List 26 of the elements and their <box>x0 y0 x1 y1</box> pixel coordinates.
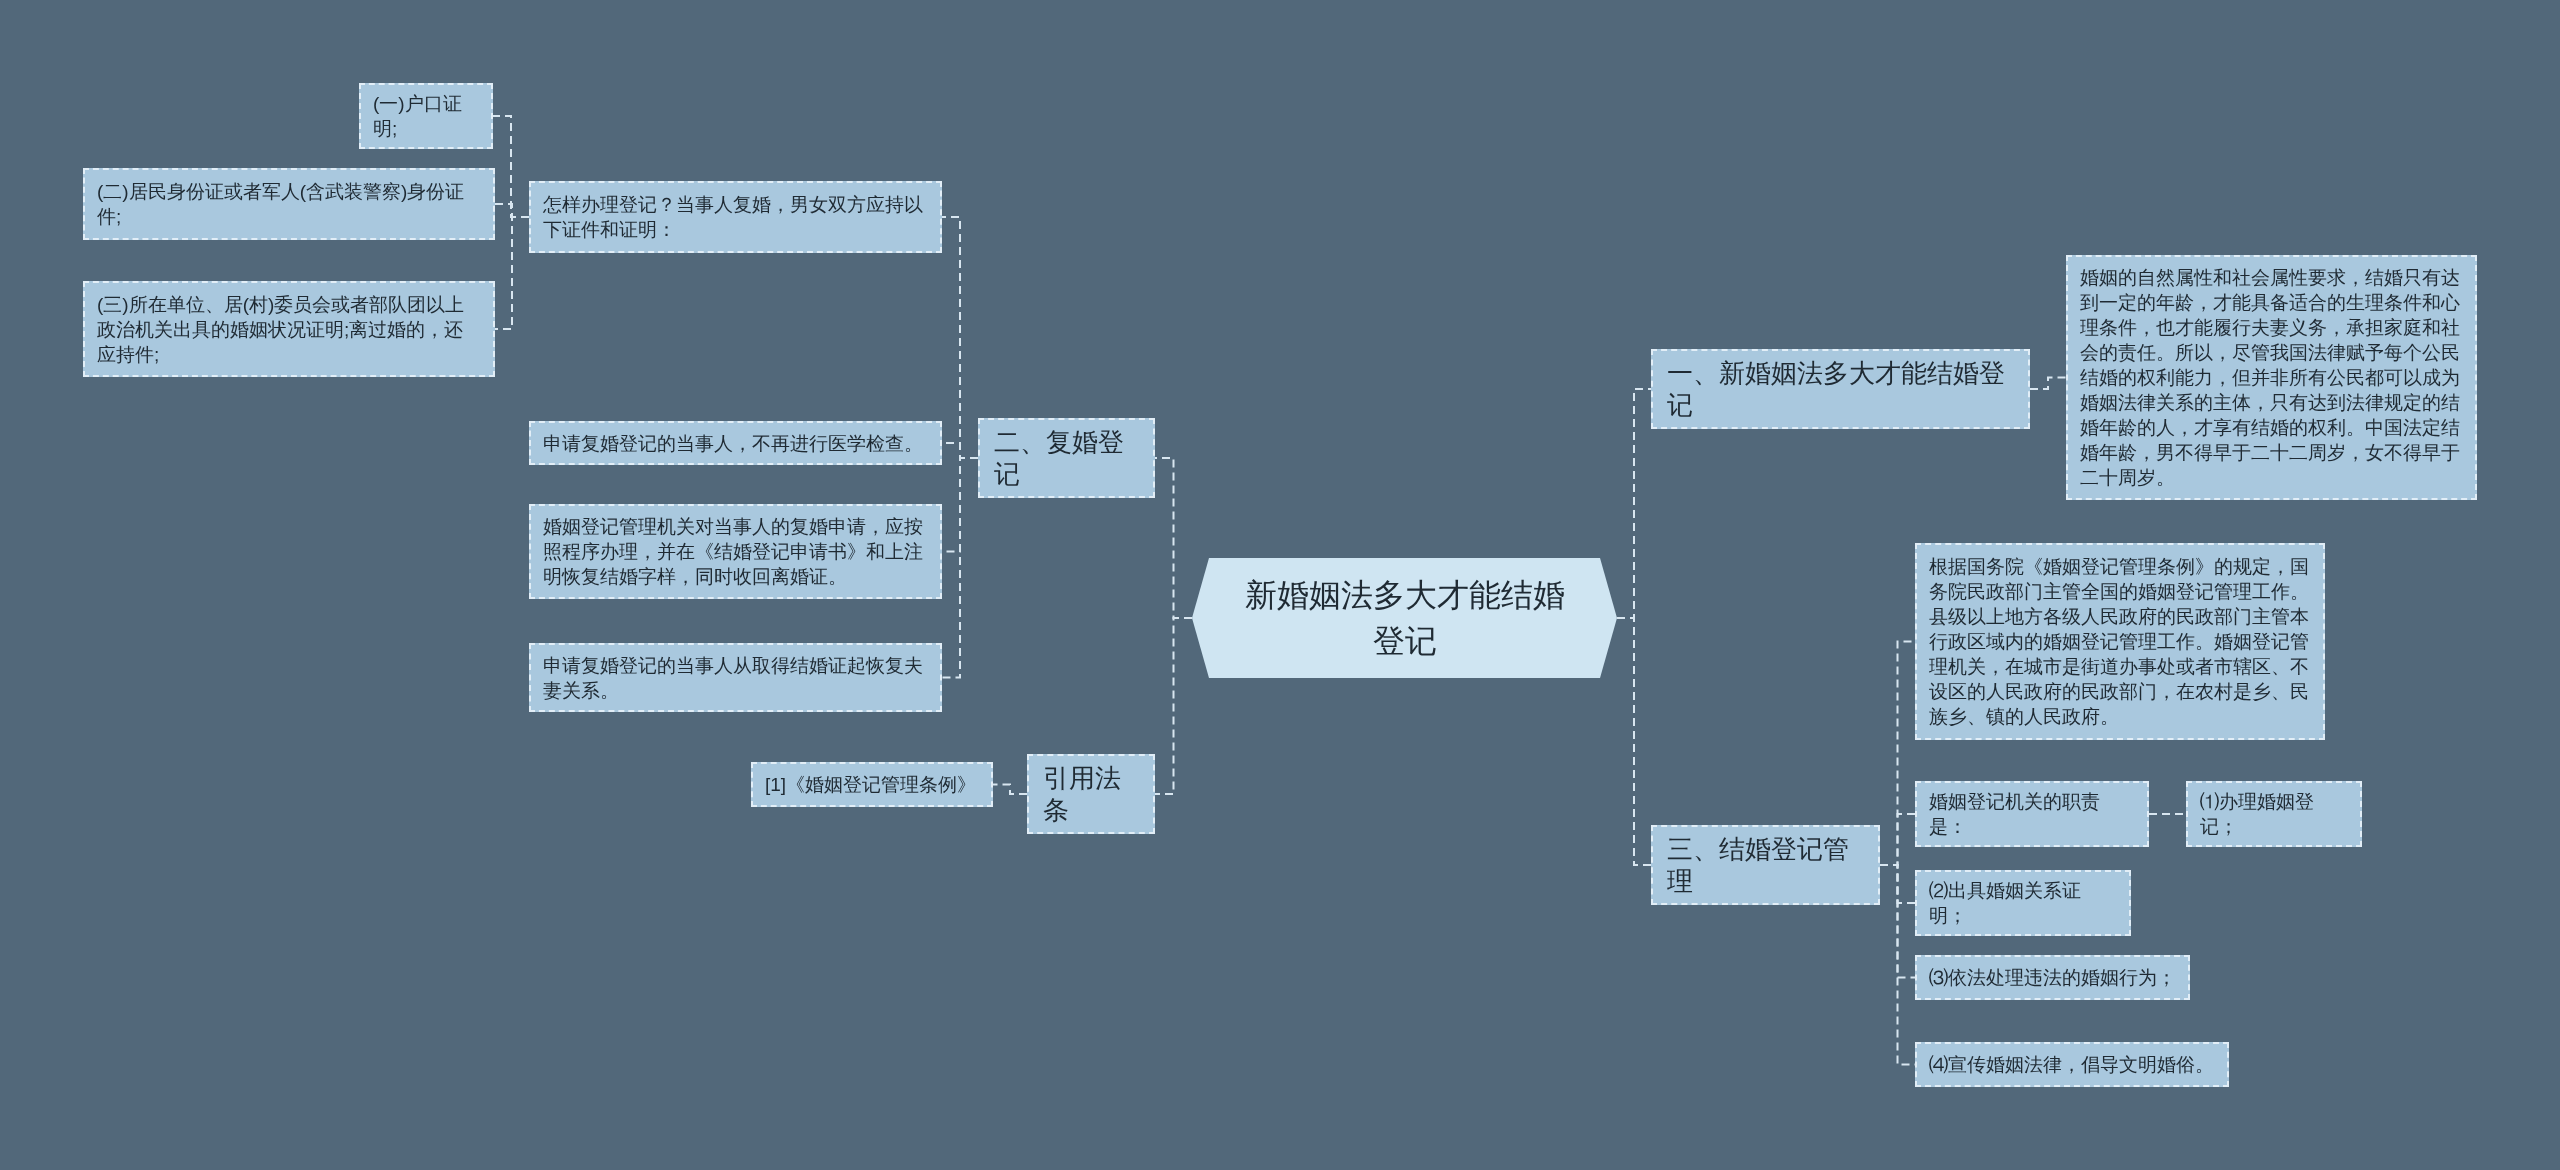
note-box: 根据国务院《婚姻登记管理条例》的规定，国务院民政部门主管全国的婚姻登记管理工作。县级以上地方各级人民政府的民政部门主管本行政区域内的婚姻登记管理工作。婚姻登记管理机关，在城市是街道办事处或者市辖区、不设区的人民政府的民政部门，在农村是乡、民族乡、镇的人民政府。 <box>1915 543 2325 740</box>
connector-line <box>1154 617 1193 795</box>
topic-box: 三、结婚登记管理 <box>1651 825 1880 905</box>
note-box: 婚姻登记机关的职责是： <box>1915 781 2149 847</box>
note-box: 婚姻登记管理机关对当事人的复婚申请，应按照程序办理，并在《结婚登记申请书》和上注明恢复结婚字样，同时收回离婚证。 <box>529 504 942 599</box>
note-box: ⑴办理婚姻登记； <box>2186 781 2362 847</box>
note-box: 申请复婚登记的当事人从取得结婚证起恢复夫妻关系。 <box>529 643 942 712</box>
note-box: (二)居民身份证或者军人(含武装警察)身份证件; <box>83 168 495 240</box>
connector-line <box>1616 617 1652 866</box>
note-box: ⑷宣传婚姻法律，倡导文明婚俗。 <box>1915 1042 2229 1087</box>
note-box: 申请复婚登记的当事人，不再进行医学检查。 <box>529 421 942 465</box>
note-box: ⑵出具婚姻关系证明； <box>1915 870 2131 936</box>
note-box: (三)所在单位、居(村)委员会或者部队团以上政治机关出具的婚姻状况证明;离过婚的，还应持件; <box>83 281 495 377</box>
note-box: ⑶依法处理违法的婚姻行为； <box>1915 955 2190 1000</box>
connector-line <box>992 783 1028 795</box>
topic-box: 二、复婚登记 <box>978 418 1155 498</box>
note-box: [1]《婚姻登记管理条例》 <box>751 762 993 807</box>
connector-line <box>2029 376 2067 390</box>
note-box: (一)户口证明; <box>359 83 493 149</box>
topic-box: 引用法条 <box>1027 754 1155 834</box>
topic-box: 一、新婚姻法多大才能结婚登记 <box>1651 349 2030 429</box>
connector-line <box>941 457 979 679</box>
note-box: 婚姻的自然属性和社会属性要求，结婚只有达到一定的年龄，才能具备适合的生理条件和心理条件，也才能履行夫妻义务，承担家庭和社会的责任。所以，尽管我国法律赋予每个公民结婚的权利能力，但并非所有公民都可以成为婚姻法律关系的主体，只有达到法律规定的结婚年龄的人，才享有结婚的权利。中国法定结婚年龄，男不得早于二十二周岁，女不得早于二十周岁。 <box>2066 255 2477 500</box>
note-box: 怎样办理登记？当事人复婚，男女双方应持以下证件和证明： <box>529 181 942 253</box>
central-topic: 新婚姻法多大才能结婚登记 <box>1192 558 1617 678</box>
connector-line <box>494 216 530 330</box>
